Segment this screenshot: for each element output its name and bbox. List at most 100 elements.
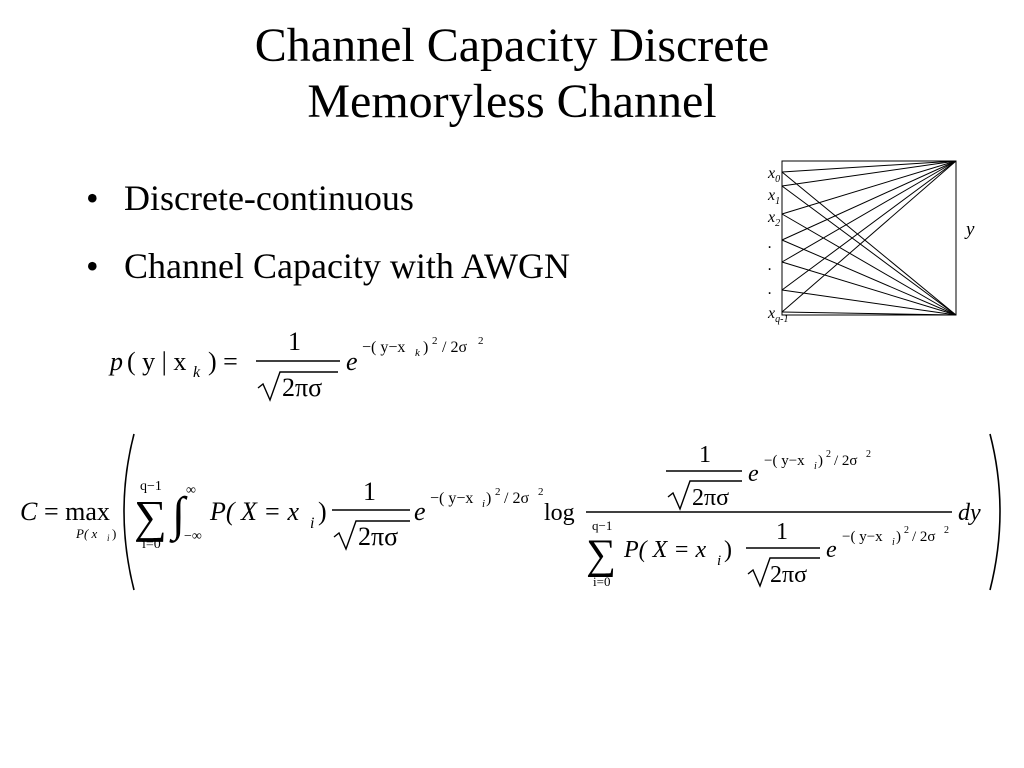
transition-line: [781, 160, 957, 241]
eq2-den-exp-tail: ): [896, 529, 901, 545]
eq2-den-sum-top: q−1: [592, 518, 612, 533]
eq2-den-prob-sub: i: [717, 553, 721, 569]
eq2-prob-sub: i: [310, 515, 314, 532]
eq2-num-one: 1: [699, 442, 711, 468]
eq2-num-exp-sq: 2: [826, 449, 831, 460]
input-label: .: [768, 281, 772, 298]
eq1-exp-div: / 2σ: [442, 339, 467, 356]
output-label: y: [964, 219, 975, 240]
input-label: x2: [767, 209, 780, 229]
eq2-exp-sq: 2: [495, 486, 501, 498]
bullet-item: • Channel Capacity with AWGN: [86, 240, 570, 308]
input-label: .: [768, 257, 772, 274]
eq2-int-bottom: −∞: [184, 529, 202, 544]
eq2-max-sub: P( x: [75, 526, 98, 541]
eq2-frac-den: 2πσ: [358, 522, 398, 551]
eq2-den-sum-bottom: i=0: [593, 574, 610, 589]
eq2-num-exp-div: / 2σ: [834, 453, 858, 469]
eq2-log: log: [544, 500, 575, 526]
eq2-den-e: e: [826, 537, 837, 563]
transition-line: [781, 289, 957, 316]
eq2-den-exponent: −( y−x: [842, 529, 883, 545]
title-line-2: Memoryless Channel: [307, 75, 717, 128]
eq2-sum-top: q−1: [140, 479, 162, 494]
eq2-den-exp-sub: i: [892, 537, 895, 548]
eq2-den-sum-icon: ∑: [586, 532, 616, 578]
transition-line: [781, 311, 957, 316]
eq2-max-sub-i: i: [107, 533, 110, 543]
bullet-icon: •: [86, 246, 99, 286]
transition-line: [781, 171, 957, 316]
eq2-lhs: = max: [44, 497, 110, 526]
bullet-text: Channel Capacity with AWGN: [124, 246, 571, 286]
bullet-item: • Discrete-continuous: [86, 172, 570, 240]
eq2-num-den: 2πσ: [692, 485, 729, 511]
transition-line: [781, 160, 957, 187]
transition-line: [781, 160, 957, 313]
eq2-den-prob-close: ): [724, 537, 732, 563]
transition-line: [781, 160, 957, 173]
slide-title: Channel Capacity Discrete Memoryless Cha…: [0, 18, 1024, 130]
transition-line: [781, 160, 957, 263]
transition-line: [781, 239, 957, 316]
title-line-1: Channel Capacity Discrete: [254, 19, 770, 72]
eq1-numerator: 1: [288, 327, 301, 356]
eq1-exp-sub: k: [415, 347, 421, 359]
eq2-exponent: −( y−x: [430, 490, 473, 507]
eq2-max-sub-close: ): [112, 526, 116, 541]
eq1-denominator: 2πσ: [282, 373, 322, 402]
eq2-right-paren: [989, 433, 1001, 591]
eq1-exp-sq2: 2: [478, 335, 484, 347]
input-label: xq-1: [767, 305, 788, 325]
eq1-exp-sq: 2: [432, 335, 438, 347]
eq2-num-exponent: −( y−x: [764, 453, 805, 469]
eq1-lhs-p: p: [108, 347, 123, 376]
eq2-num-exp-sq2: 2: [866, 449, 871, 460]
eq2-den-sqrt: [747, 557, 820, 588]
transition-line: [781, 160, 957, 291]
eq2-integral-icon: ∫: [169, 488, 188, 543]
eq1-exponent: −( y−x: [362, 339, 405, 356]
eq2-int-top: ∞: [186, 483, 196, 498]
eq2-exp-tail: ): [486, 490, 491, 507]
eq2-prob-close: ): [318, 497, 327, 526]
transition-lines: [781, 160, 957, 316]
eq2-sum-bottom: i=0: [142, 537, 161, 552]
eq2-exp-sub: i: [482, 498, 485, 510]
eq2-num-exp-sub: i: [814, 461, 817, 472]
eq2-e: e: [414, 497, 426, 526]
eq2-dy: dy: [958, 500, 981, 526]
eq2-den-exp-sq: 2: [904, 525, 909, 536]
eq2-den-exp-sq2: 2: [944, 525, 949, 536]
transition-line: [781, 160, 957, 215]
eq1-e: e: [346, 347, 358, 376]
eq1-sqrt: [257, 371, 338, 402]
eq2-exp-div: / 2σ: [504, 490, 529, 507]
eq2-prob: P( X = x: [209, 497, 299, 526]
eq1-exp-tail: ): [423, 339, 428, 356]
eq2-num-exp-tail: ): [818, 453, 823, 469]
input-label: x0: [767, 165, 780, 185]
eq2-frac-num: 1: [363, 477, 376, 506]
eq2-left-paren: [123, 433, 135, 591]
eq2-sum-icon: ∑: [134, 491, 167, 542]
input-label: .: [768, 235, 772, 252]
eq2-den-exp-div: / 2σ: [912, 529, 936, 545]
bullet-text: Discrete-continuous: [124, 178, 414, 218]
eq2-num-e: e: [748, 461, 759, 487]
eq2-frac-sqrt: [333, 520, 410, 551]
eq2-den-den: 2πσ: [770, 562, 807, 588]
eq1-lhs-close: ) =: [208, 347, 238, 376]
eq2-den-prob: P( X = x: [623, 537, 707, 563]
eq1-lhs-args: ( y | x: [127, 347, 186, 376]
bullet-list: • Discrete-continuous • Channel Capacity w…: [86, 172, 570, 308]
eq1-lhs-sub: k: [193, 364, 201, 381]
bullet-icon: •: [86, 178, 99, 218]
output-box: [781, 160, 957, 316]
eq2-den-one: 1: [776, 519, 788, 545]
transition-line: [781, 185, 957, 316]
eq2-num-sqrt: [667, 480, 742, 511]
